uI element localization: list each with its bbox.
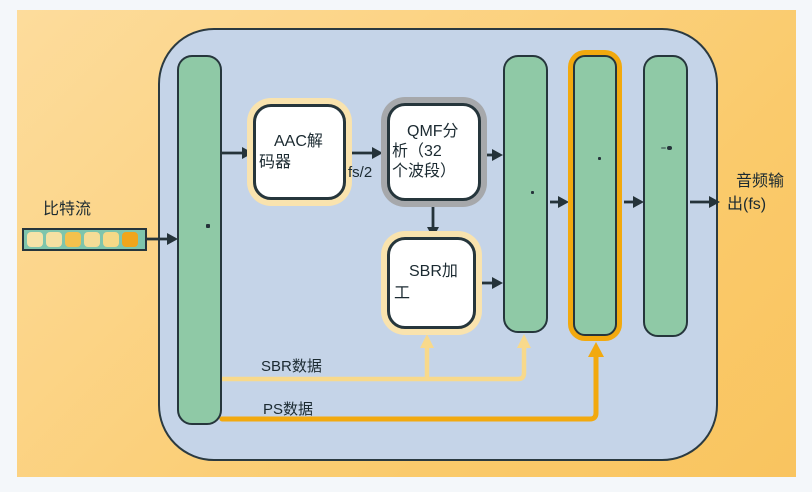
speck-bar-2 [598, 157, 601, 160]
speck-bar-1 [531, 191, 534, 194]
sbr-data-line [219, 334, 531, 382]
aac-decoder-box: AAC解 码器 [253, 104, 346, 200]
sbr-processing-box: SBR加 工 [387, 237, 476, 329]
sbr-processing-label: SBR加 工 [394, 263, 458, 302]
bitstream-bit-3 [65, 232, 81, 247]
synthesis-bar-1 [503, 55, 548, 333]
synthesis-bar-2-highlighted [573, 55, 617, 336]
qmf-analysis-box: QMF分 析（32 个波段） [387, 103, 481, 201]
bitstream-bit-6 [122, 232, 138, 247]
arrow-bar3-to-output [690, 196, 720, 208]
arrow-qmf-to-bar1 [487, 149, 503, 161]
fs-half-label: fs/2 [348, 164, 373, 181]
sbr-data-label: SBR数据 [261, 358, 322, 375]
bitstream-bit-5 [103, 232, 119, 247]
audio-output-label: 音频输 出(fs) [727, 173, 785, 213]
arrow-bitstream-to-parser [147, 233, 178, 245]
bitstream-bit-1 [27, 232, 43, 247]
arrow-aac-to-qmf [352, 147, 383, 159]
arrow-sbr-to-bar1 [482, 277, 503, 289]
speck-bar-3 [667, 146, 672, 150]
aac-decoder-label: AAC解 码器 [259, 133, 323, 171]
synthesis-bar-3 [643, 55, 688, 337]
bitstream-bit-4 [84, 232, 100, 247]
arrow-parser-to-aac [222, 147, 253, 159]
bitstream-parser-bar [177, 55, 222, 425]
arrow-bar1-to-bar2 [550, 196, 569, 208]
ps-data-label: PS数据 [263, 401, 314, 418]
bitstream-bit-2 [46, 232, 62, 247]
arrow-bar2-to-bar3 [624, 196, 644, 208]
arrow-qmf-to-sbr [427, 207, 439, 238]
speck-parser-bar [206, 224, 210, 228]
speck-bar-3-smudge [661, 147, 666, 149]
bitstream-label: 比特流 [43, 201, 92, 218]
bitstream-box [22, 228, 147, 251]
qmf-analysis-label: QMF分 析（32 个波段） [392, 123, 459, 180]
ps-data-line [219, 342, 604, 422]
